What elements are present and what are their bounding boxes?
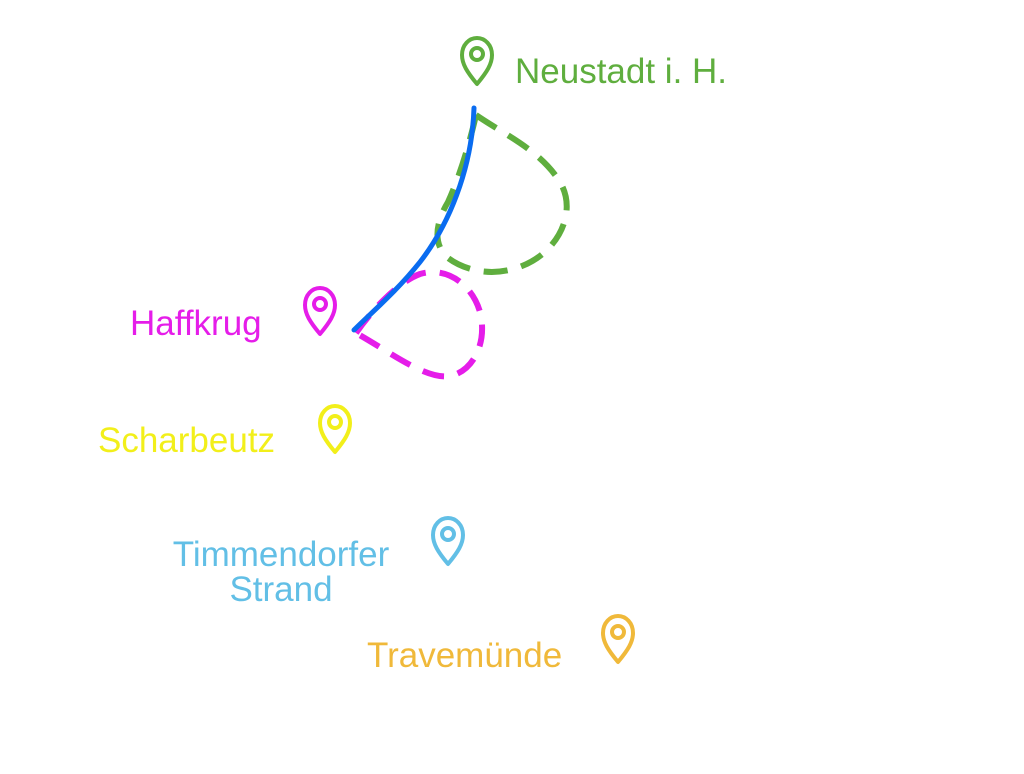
place-label-line-1: Timmendorfer xyxy=(172,535,390,574)
map-pin-icon[interactable] xyxy=(431,516,465,566)
route-loop-neustadt xyxy=(434,112,570,275)
map-pin-icon[interactable] xyxy=(460,36,494,86)
place-label-neustadt: Neustadt i. H. xyxy=(515,52,728,91)
place-label-line-2: Strand xyxy=(229,570,333,609)
place-label-scharbeutz: Scharbeutz xyxy=(98,421,276,460)
map-pin-icon[interactable] xyxy=(318,404,352,454)
place-label-travemuende: Travemünde xyxy=(367,636,563,675)
route-loop-haffkrug xyxy=(353,269,486,380)
route-main xyxy=(351,105,477,333)
map-pin-icon[interactable] xyxy=(303,286,337,336)
place-label-haffkrug: Haffkrug xyxy=(130,304,262,343)
place-label-timmendorfer-strand: Timmendorfer Strand xyxy=(154,537,408,607)
map-pin-icon[interactable] xyxy=(601,614,635,664)
